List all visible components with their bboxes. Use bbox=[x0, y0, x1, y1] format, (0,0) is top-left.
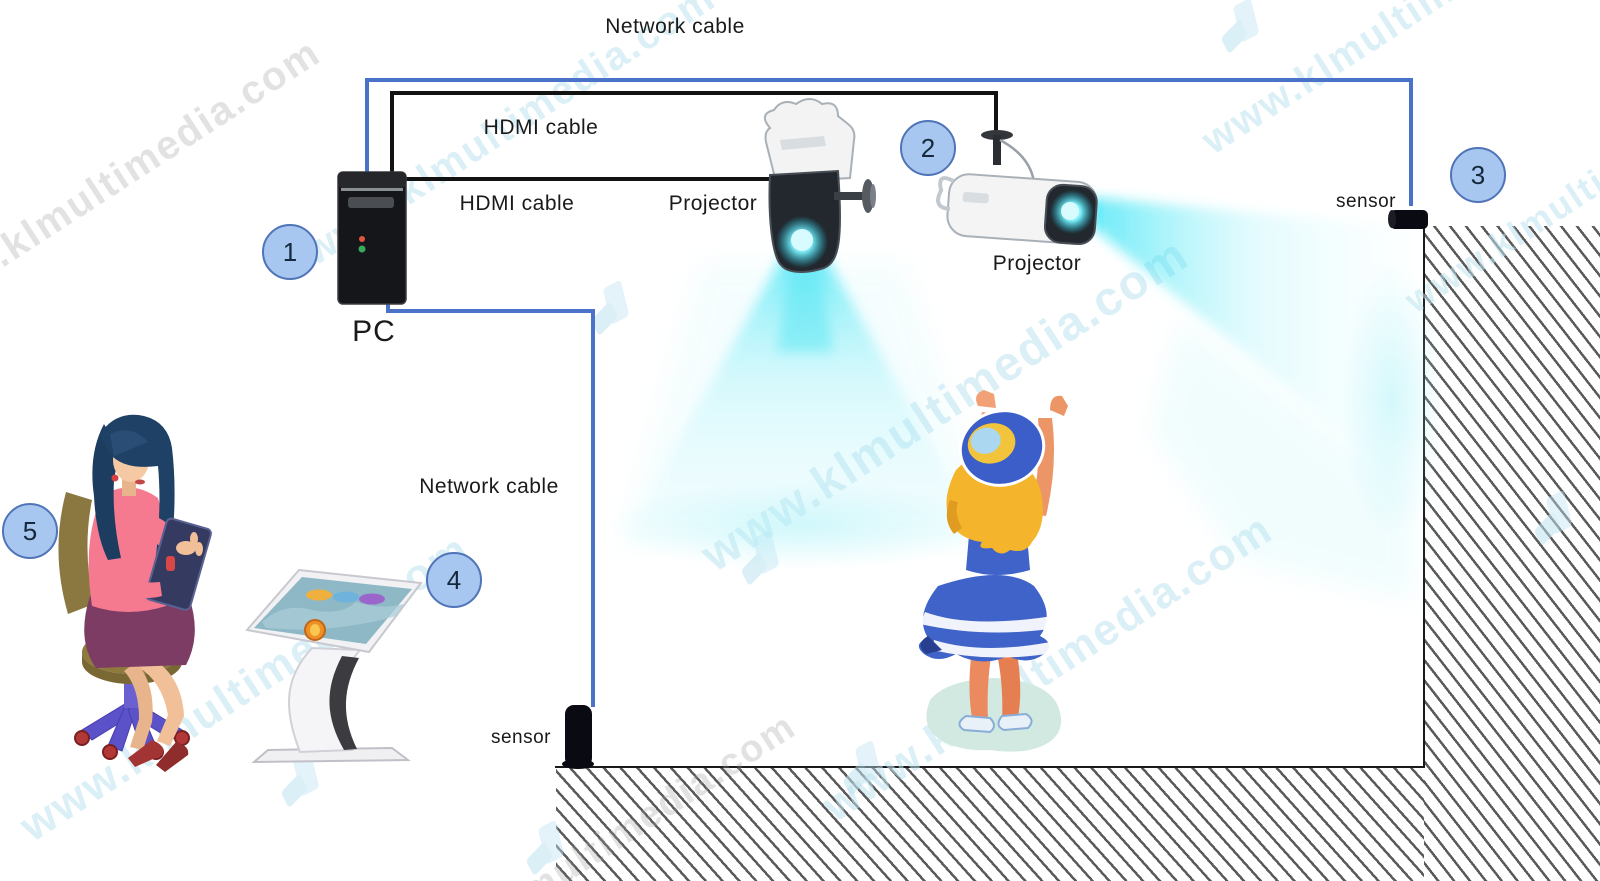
floor-sensor bbox=[562, 705, 594, 769]
pc-label: PC bbox=[352, 315, 396, 348]
hdmi-cable-projector2-drop bbox=[994, 91, 998, 139]
hdmi-cable-top-label: HDMI cable bbox=[483, 116, 599, 139]
floor-edge-line bbox=[555, 766, 1425, 768]
badge-2: 2 bbox=[900, 120, 956, 176]
floor-sensor-label: sensor bbox=[490, 727, 552, 748]
projector2-label: Projector bbox=[992, 252, 1082, 275]
pc-tower bbox=[337, 171, 407, 305]
network-cable-floor-sensor-drop bbox=[591, 309, 595, 707]
network-cable-side-horizontal bbox=[386, 309, 595, 313]
floor-hatch-area bbox=[556, 767, 1424, 881]
projector1 bbox=[763, 98, 876, 273]
kiosk-button-blue[interactable] bbox=[333, 591, 359, 603]
network-cable-top-label: Network cable bbox=[605, 15, 745, 38]
wall-sensor-label: sensor bbox=[1335, 191, 1397, 212]
projector2-beam bbox=[1088, 197, 1444, 600]
projector1-label: Projector bbox=[668, 192, 758, 215]
hdmi-cable-mid-label: HDMI cable bbox=[459, 192, 575, 215]
hdmi-cable-pc-vertical bbox=[390, 91, 394, 174]
pc-hdd-led bbox=[358, 245, 366, 253]
badge-5: 5 bbox=[2, 503, 58, 559]
wall-sensor bbox=[1388, 210, 1428, 229]
projector2 bbox=[936, 130, 1098, 246]
network-cable-wall-sensor-drop bbox=[1409, 78, 1413, 206]
kiosk-button-purple[interactable] bbox=[359, 593, 385, 605]
kiosk-button-orange[interactable] bbox=[306, 589, 332, 601]
network-cable-top-horizontal bbox=[365, 78, 1413, 82]
badge-4: 4 bbox=[426, 552, 482, 608]
badge-3: 3 bbox=[1450, 147, 1506, 203]
hdmi-cable-top-horizontal bbox=[390, 91, 998, 95]
network-cable-pc-vertical bbox=[365, 78, 369, 174]
woman-figure bbox=[58, 414, 212, 772]
wall-hatch-area bbox=[1424, 226, 1600, 881]
projector1-beam bbox=[610, 248, 1000, 570]
pc-power-led bbox=[359, 236, 365, 242]
network-cable-side-label: Network cable bbox=[419, 475, 559, 498]
kiosk bbox=[245, 568, 423, 764]
hdmi-cable-projector1 bbox=[406, 177, 778, 181]
network-cable-pc-bottom bbox=[386, 303, 390, 313]
child-figure bbox=[918, 390, 1068, 752]
badge-1: 1 bbox=[262, 224, 318, 280]
